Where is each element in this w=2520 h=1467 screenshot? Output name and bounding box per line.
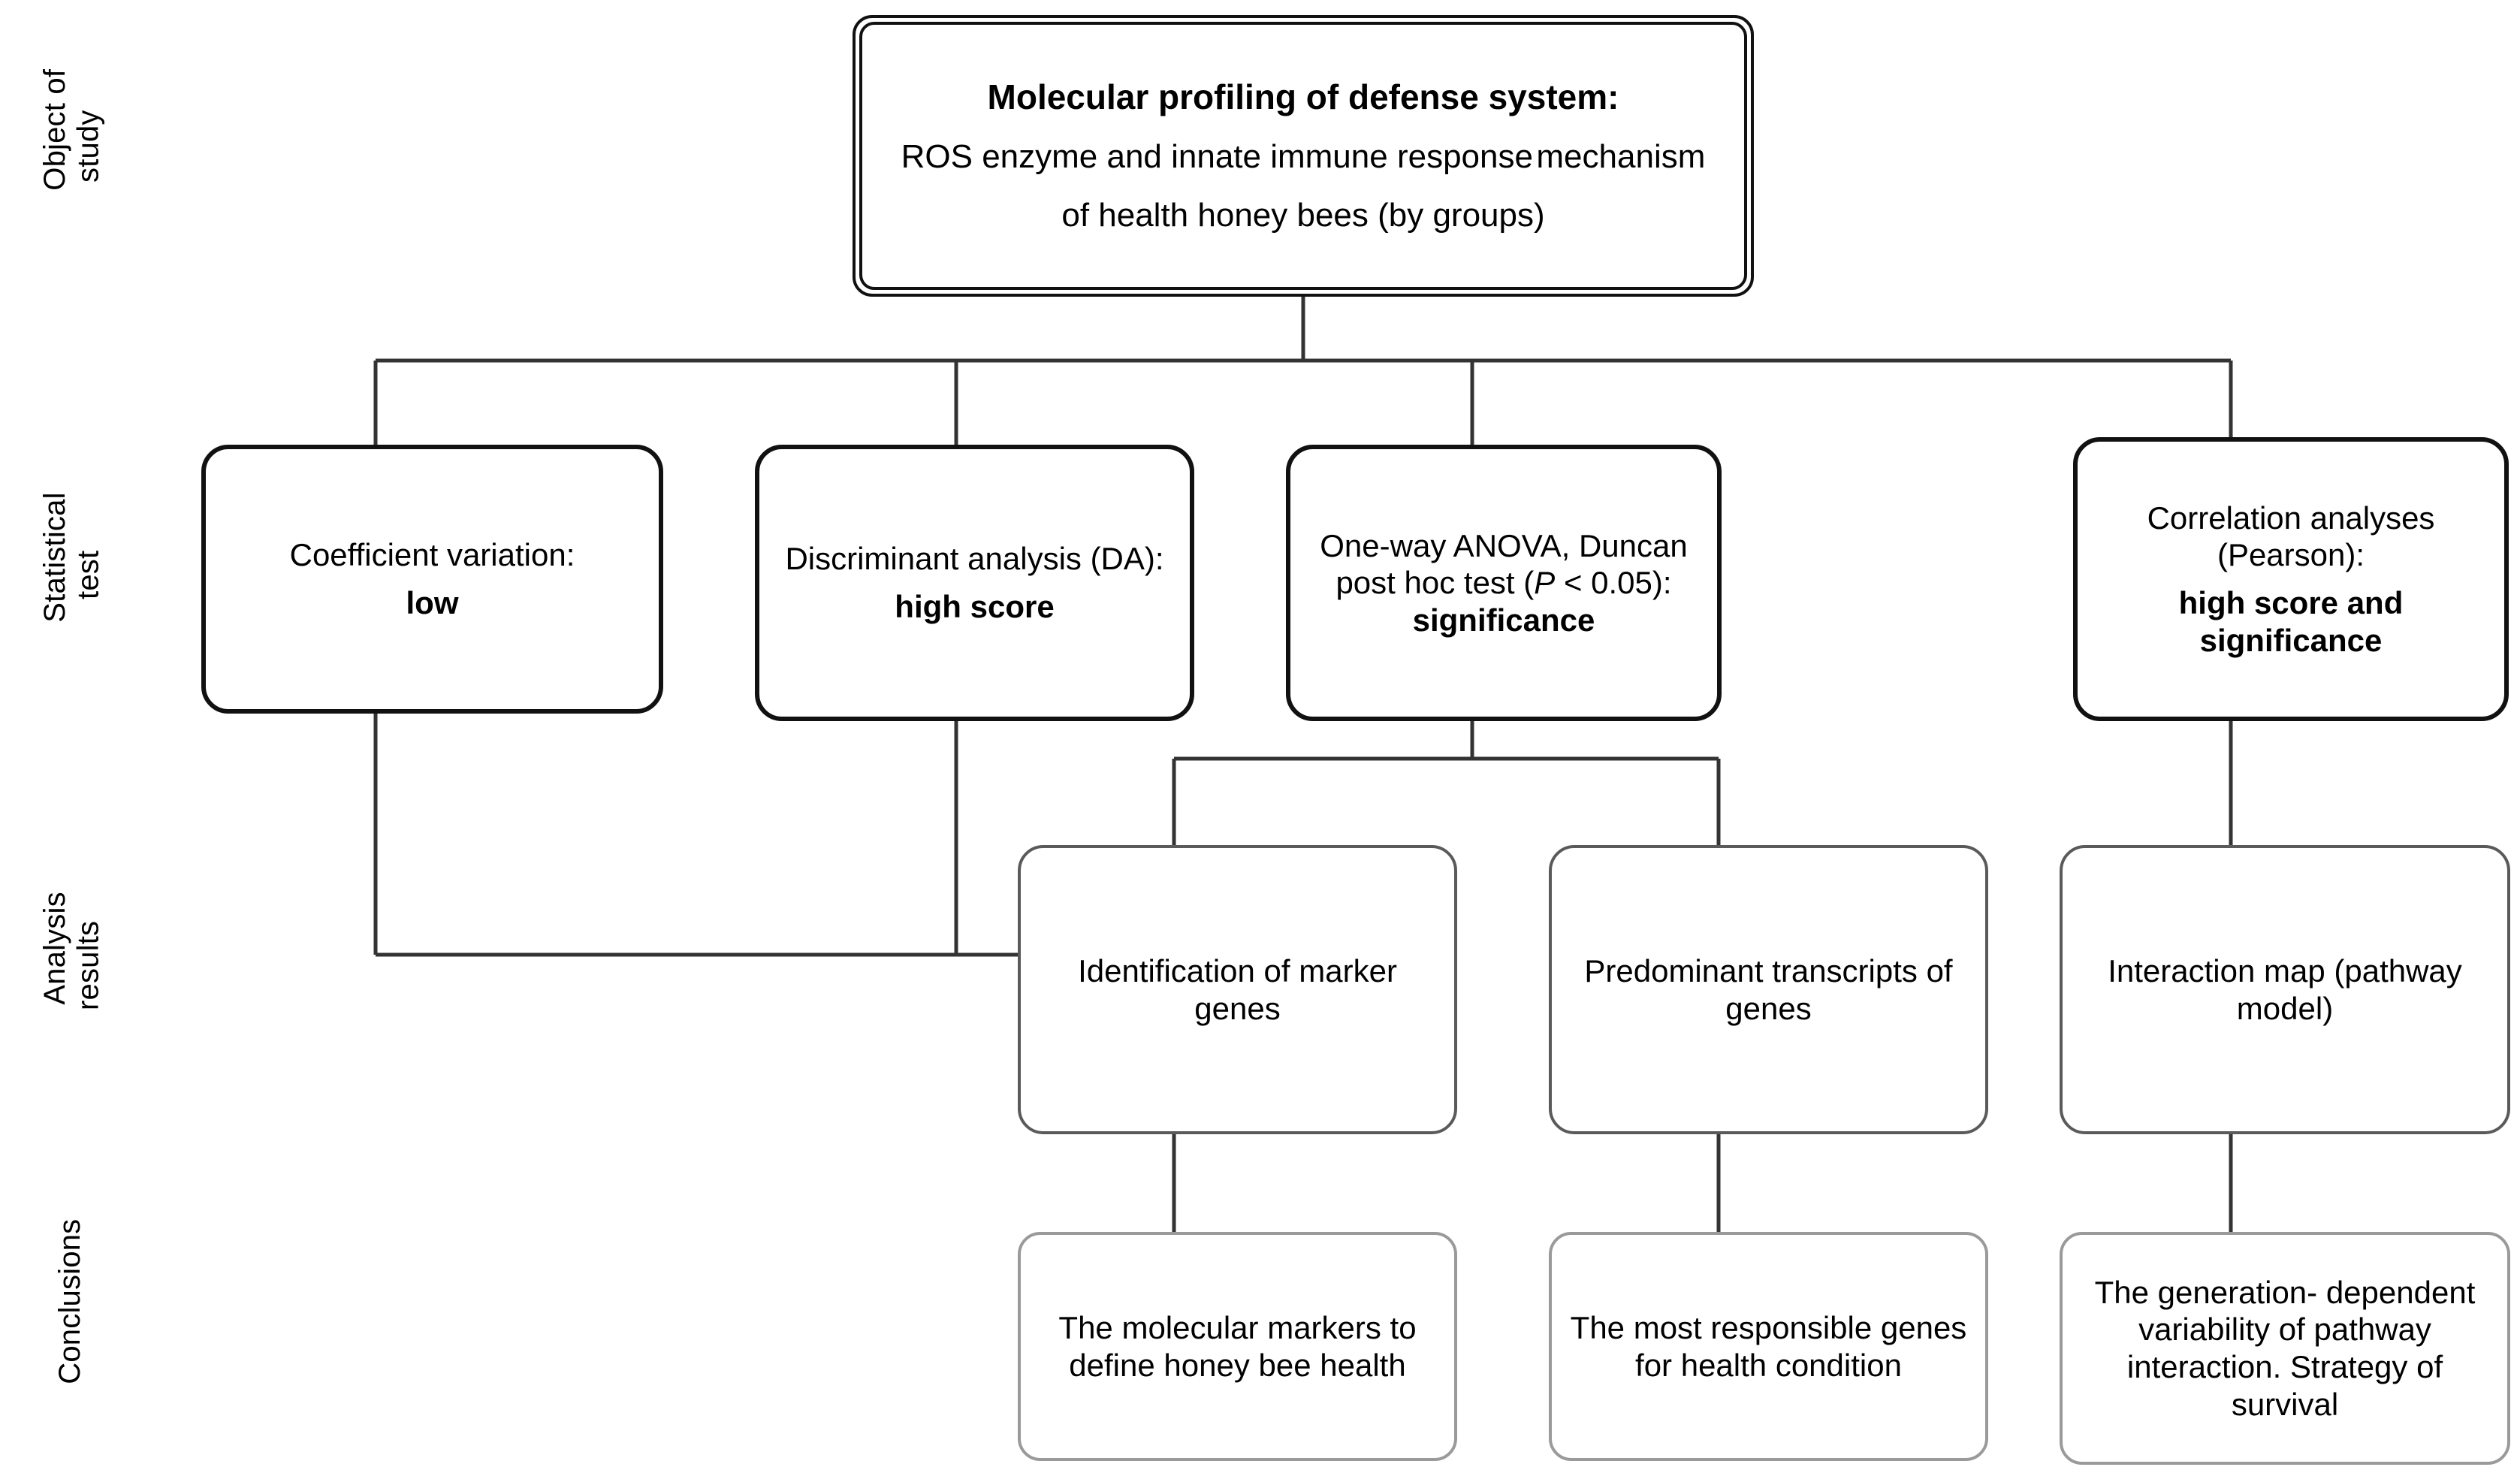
row-label-statistical-test: Statistical test bbox=[38, 492, 105, 623]
node-identification-marker-genes[interactable]: Identification of marker genes bbox=[1018, 845, 1457, 1134]
molecular-markers-line3: honey bee health bbox=[1163, 1347, 1406, 1383]
predominant-transcripts-line2: transcripts of genes bbox=[1725, 952, 1953, 1026]
discriminant-analysis-line1: Discriminant bbox=[785, 541, 959, 577]
predominant-transcripts-line1: Predominant bbox=[1584, 952, 1764, 989]
object-of-study-line3: mechanism bbox=[1536, 137, 1706, 175]
pathway-variability-line5: Strategy of survival bbox=[2231, 1349, 2443, 1422]
coefficient-variation-line1: Coefficient variation: bbox=[289, 537, 575, 573]
node-discriminant-analysis[interactable]: Discriminant analysis (DA): high score bbox=[755, 445, 1194, 721]
marker-genes-text: Identification of marker genes bbox=[1031, 952, 1444, 1027]
discriminant-analysis-line3: high score bbox=[895, 589, 1055, 624]
responsible-genes-line1: The most bbox=[1570, 1309, 1702, 1345]
pathway-variability-line2: dependent bbox=[2325, 1274, 2476, 1310]
node-molecular-markers[interactable]: The molecular markers to define honey be… bbox=[1018, 1232, 1457, 1461]
node-interaction-map[interactable]: Interaction map (pathway model) bbox=[2060, 845, 2510, 1134]
row-label-analysis-results: Analysis results bbox=[38, 892, 105, 1010]
pathway-variability-line1: The generation- bbox=[2094, 1274, 2318, 1310]
one-way-anova-text: One-way ANOVA, Duncan post hoc test (P <… bbox=[1301, 527, 1707, 639]
discriminant-analysis-text: Discriminant analysis (DA): high score bbox=[770, 540, 1179, 625]
anova-line3-pre: test ( bbox=[1463, 565, 1535, 601]
pathway-variability-line4: pathway interaction. bbox=[2126, 1312, 2431, 1384]
node-object-of-study[interactable]: Molecular profiling of defense system: R… bbox=[853, 15, 1754, 297]
marker-genes-line2: marker genes bbox=[1194, 952, 1397, 1026]
row-label-conclusions: Conclusions bbox=[53, 1218, 86, 1384]
responsible-genes-line3: for health condition bbox=[1635, 1347, 1902, 1383]
row-label-object-of-study: Object of study bbox=[38, 68, 105, 191]
predominant-transcripts-text: Predominant transcripts of genes bbox=[1562, 952, 1975, 1027]
discriminant-analysis-line2: analysis (DA): bbox=[967, 541, 1164, 577]
object-of-study-line1: Molecular profiling of defense system: bbox=[987, 77, 1619, 117]
marker-genes-line1: Identification of bbox=[1078, 952, 1290, 989]
node-correlation-analyses[interactable]: Correlation analyses (Pearson): high sco… bbox=[2073, 437, 2509, 721]
molecular-markers-text: The molecular markers to define honey be… bbox=[1031, 1309, 1444, 1384]
pathway-variability-text: The generation- dependent variability of… bbox=[2073, 1274, 2497, 1423]
anova-line4: significance bbox=[1412, 602, 1595, 638]
node-pathway-variability[interactable]: The generation- dependent variability of… bbox=[2060, 1232, 2510, 1465]
correlation-line2: analyses (Pearson): bbox=[2217, 500, 2435, 573]
object-of-study-line4: of health honey bees (by groups) bbox=[1061, 196, 1545, 234]
object-of-study-text: Molecular profiling of defense system: R… bbox=[880, 77, 1726, 234]
molecular-markers-line1: The molecular bbox=[1058, 1309, 1259, 1345]
node-coefficient-variation[interactable]: Coefficient variation: low bbox=[201, 445, 663, 714]
object-of-study-line2: ROS enzyme and innate immune response bbox=[901, 137, 1533, 175]
object-of-study-inner: Molecular profiling of defense system: R… bbox=[859, 22, 1747, 290]
correlation-line1: Correlation bbox=[2147, 500, 2301, 536]
interaction-map-line2: (pathway model) bbox=[2236, 952, 2462, 1026]
interaction-map-line1: Interaction map bbox=[2108, 952, 2325, 989]
pathway-variability-line3: variability of bbox=[2138, 1312, 2305, 1348]
anova-line1: One-way ANOVA, bbox=[1320, 527, 1571, 563]
coefficient-variation-line2: low bbox=[406, 585, 459, 620]
anova-line3-italic-p: P bbox=[1534, 565, 1556, 601]
anova-line3: test (P < 0.05): bbox=[1464, 565, 1672, 600]
interaction-map-text: Interaction map (pathway model) bbox=[2073, 952, 2497, 1027]
node-one-way-anova[interactable]: One-way ANOVA, Duncan post hoc test (P <… bbox=[1286, 445, 1722, 721]
responsible-genes-text: The most responsible genes for health co… bbox=[1562, 1309, 1975, 1384]
anova-line3-post: < 0.05): bbox=[1555, 565, 1672, 601]
correlation-line4: significance bbox=[2199, 622, 2383, 658]
correlation-line3: high score and bbox=[2178, 585, 2404, 620]
node-responsible-genes[interactable]: The most responsible genes for health co… bbox=[1549, 1232, 1988, 1461]
responsible-genes-line2: responsible genes bbox=[1710, 1309, 1967, 1345]
correlation-analyses-text: Correlation analyses (Pearson): high sco… bbox=[2088, 500, 2494, 659]
anova-line2: Duncan post hoc bbox=[1335, 527, 1688, 601]
node-predominant-transcripts[interactable]: Predominant transcripts of genes bbox=[1549, 845, 1988, 1134]
coefficient-variation-text: Coefficient variation: low bbox=[216, 536, 648, 621]
molecular-markers-line2: markers to define bbox=[1069, 1309, 1417, 1383]
